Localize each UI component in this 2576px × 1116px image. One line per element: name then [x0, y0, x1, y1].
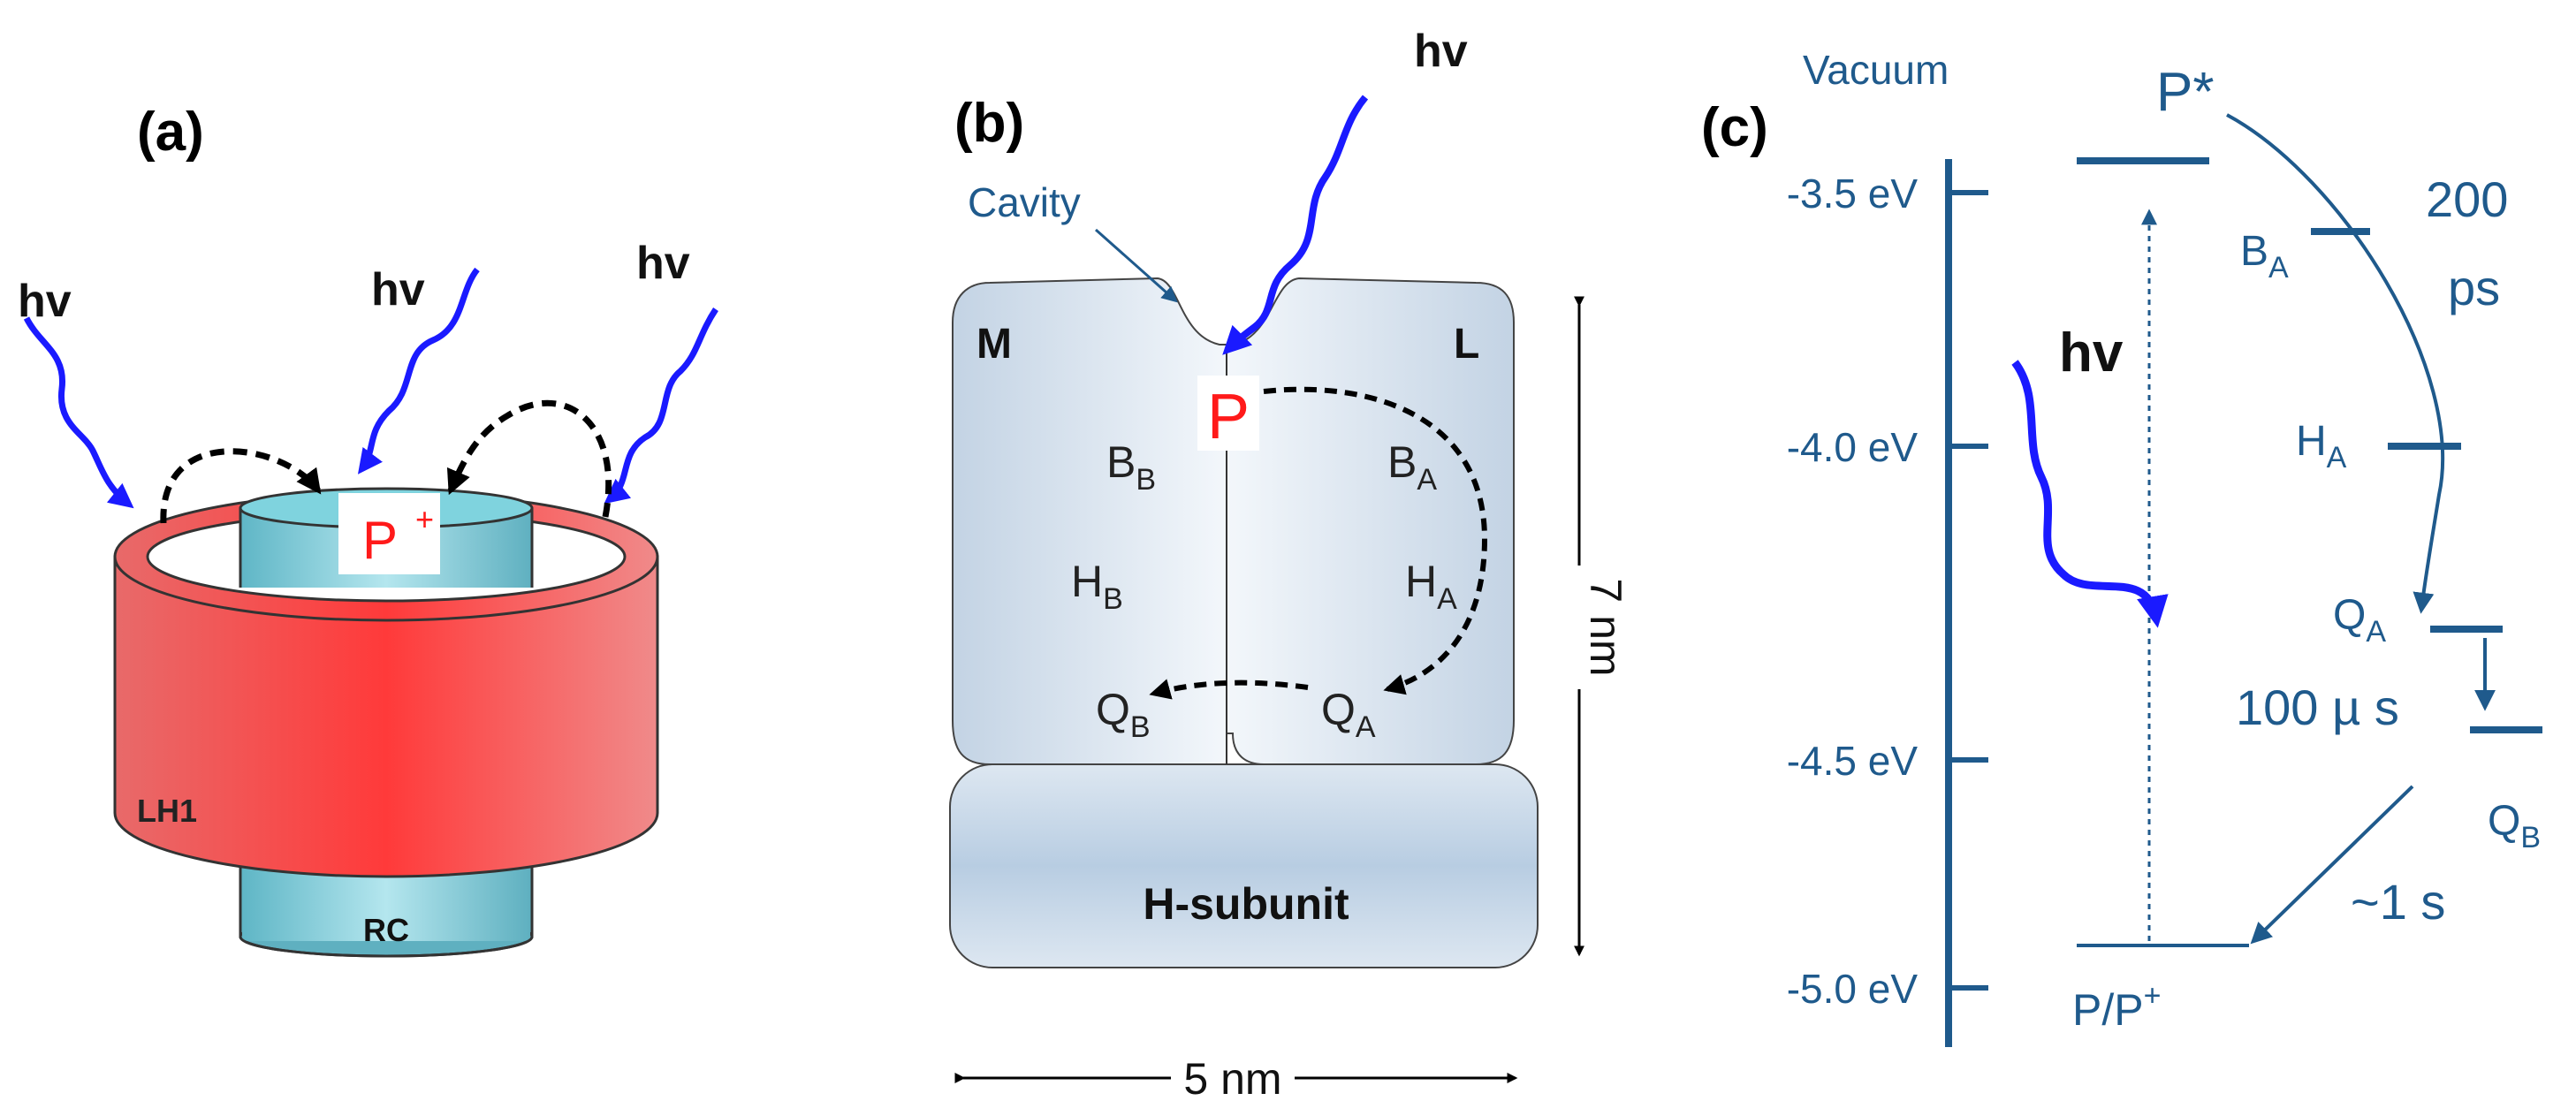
- transfer-p-star-to-qa: [2226, 113, 2445, 614]
- qa-level-label: QA: [2333, 592, 2386, 649]
- photon-center-label: hv: [371, 264, 425, 315]
- h-subunit: [949, 763, 1539, 968]
- ground-label: P/P+: [2072, 979, 2161, 1035]
- tick-label-4.5: -4.5 eV: [1787, 738, 1919, 784]
- et-arrow-p-to-qa: [1263, 386, 1488, 695]
- photon-c-label: hv: [2059, 323, 2124, 383]
- photon-right-label: hv: [636, 238, 690, 289]
- cavity-label: Cavity: [968, 179, 1081, 225]
- time-100us: 100 µ s: [2236, 679, 2399, 735]
- photon-b-label: hv: [1414, 26, 1468, 77]
- ba-level-label: BA: [2240, 228, 2289, 285]
- panel-b-label: (b): [954, 93, 1024, 154]
- qa-label: QA: [1321, 685, 1376, 744]
- h-subunit-label: H-subunit: [1143, 879, 1349, 929]
- vacuum-label: Vacuum: [1803, 47, 1949, 93]
- qb-level-label: QB: [2488, 798, 2541, 854]
- m-label: M: [976, 321, 1012, 368]
- p-star-label: P*: [2156, 62, 2214, 123]
- time-1s: ~1 s: [2351, 874, 2445, 930]
- photon-center: [357, 267, 480, 474]
- transfer-qb-to-ground: [2250, 785, 2414, 945]
- panel-a-label: (a): [137, 102, 204, 163]
- rc-label: RC: [363, 912, 409, 948]
- transfer-arrow-right: [446, 399, 612, 518]
- panel-c: (c) Vacuum -3.5 eV -4.0 eV -4.5 eV -5.0 …: [1701, 47, 2542, 1047]
- width-dim-label: 5 nm: [1183, 1054, 1281, 1104]
- bb-label: BB: [1106, 437, 1156, 497]
- time-200: 200: [2426, 171, 2508, 227]
- p-plus-box: [338, 493, 440, 574]
- ba-label: BA: [1387, 437, 1437, 497]
- p-plus-sup: +: [415, 501, 434, 537]
- p-box: [1197, 376, 1259, 451]
- tick-label-4.0: -4.0 eV: [1787, 424, 1919, 470]
- photon-c: [2011, 360, 2169, 628]
- qb-label: QB: [1096, 685, 1151, 744]
- panel-b: (b) H-subunit M L P BB HB QB BA HA QA Ca…: [949, 26, 1630, 1105]
- lh1-label: LH1: [137, 793, 197, 829]
- p-label: P: [1207, 382, 1250, 452]
- ha-level-label: HA: [2296, 418, 2347, 474]
- p-plus-label: P: [362, 511, 398, 570]
- photon-left: [23, 316, 134, 509]
- panel-c-label: (c): [1701, 97, 1768, 158]
- l-label: L: [1454, 321, 1479, 368]
- cavity-pointer: [1095, 228, 1178, 303]
- photon-right: [604, 307, 718, 505]
- photon-b: [1222, 95, 1369, 355]
- tick-label-3.5: -3.5 eV: [1787, 171, 1919, 216]
- time-ps: ps: [2448, 260, 2500, 315]
- m-subunit: [952, 277, 1227, 765]
- ha-label: HA: [1405, 557, 1457, 616]
- hb-label: HB: [1071, 557, 1123, 616]
- transfer-arrow-left: [160, 448, 322, 524]
- tick-label-5.0: -5.0 eV: [1787, 966, 1919, 1012]
- l-subunit: [1226, 277, 1515, 765]
- photon-left-label: hv: [18, 276, 72, 327]
- height-dim-label: 7 nm: [1581, 578, 1630, 676]
- panel-a: (a) RC LH1 P + hv hv hv: [18, 102, 718, 958]
